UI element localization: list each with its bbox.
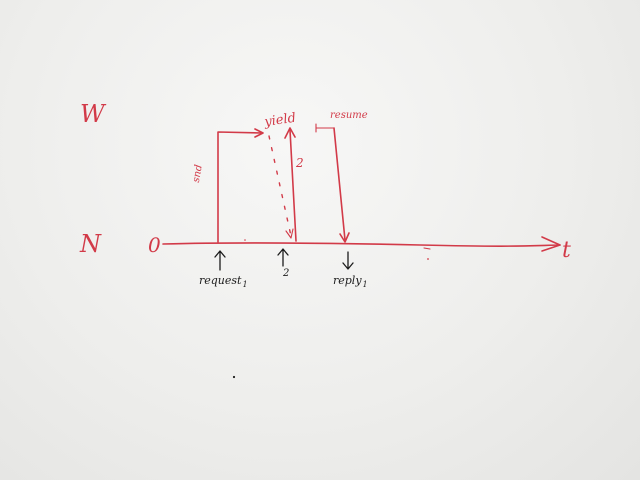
reply-arrow bbox=[342, 251, 354, 270]
request-label: request1 bbox=[199, 274, 248, 289]
segment-2-arrowhead bbox=[284, 127, 296, 139]
resume-marker bbox=[315, 123, 335, 133]
event-2-label: 2 bbox=[282, 268, 289, 279]
reply-label: reply1 bbox=[333, 274, 368, 289]
axis-dot bbox=[427, 258, 429, 260]
level-label-w: W bbox=[80, 100, 107, 128]
segment-2-path bbox=[289, 129, 297, 242]
time-axis bbox=[162, 242, 561, 247]
snd-label: snd bbox=[191, 164, 205, 184]
snd-arrowhead bbox=[254, 128, 264, 138]
time-axis-arrowhead bbox=[541, 236, 561, 252]
yield-label: yield bbox=[262, 111, 296, 130]
yield-path bbox=[268, 135, 292, 237]
yield-arrowhead bbox=[285, 228, 294, 239]
origin-label: 0 bbox=[148, 233, 161, 257]
event-2-arrow bbox=[277, 248, 289, 267]
resume-arrowhead bbox=[339, 232, 350, 243]
resume-path bbox=[333, 127, 346, 241]
snd-path bbox=[217, 131, 263, 243]
time-axis-label: t bbox=[562, 238, 571, 263]
stray-speck bbox=[232, 375, 236, 379]
request-arrow bbox=[214, 250, 226, 271]
resume-label: resume bbox=[330, 110, 368, 121]
level-label-n: N bbox=[79, 230, 102, 258]
stray-dot bbox=[244, 239, 246, 241]
segment-2-label: 2 bbox=[295, 156, 304, 170]
axis-tick-mark bbox=[423, 247, 431, 250]
